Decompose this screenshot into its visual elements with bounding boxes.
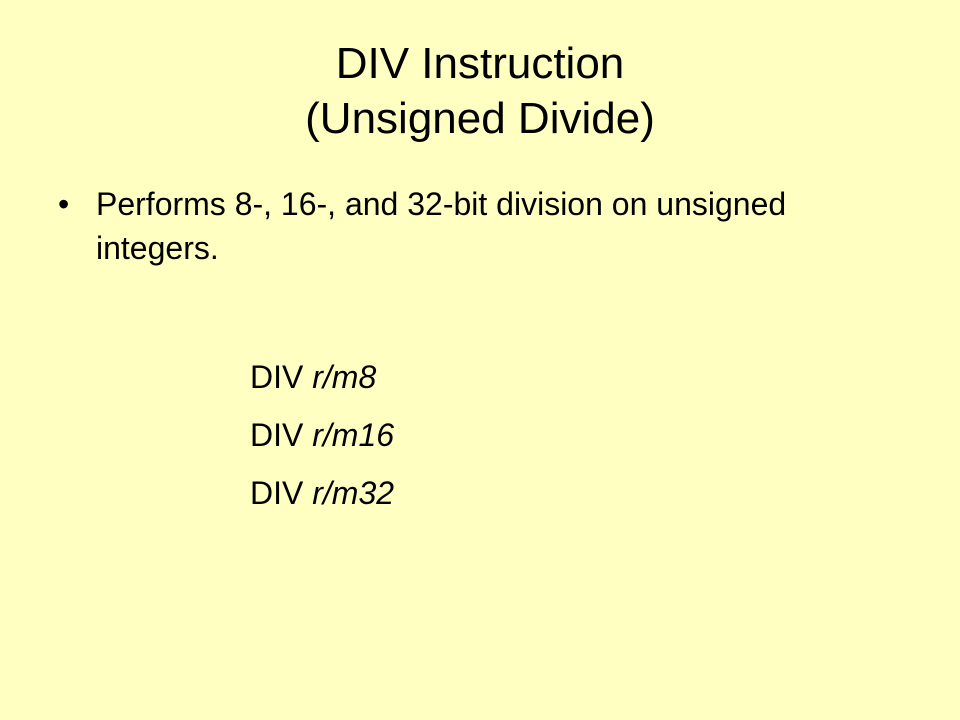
bullet-icon: • (58, 186, 70, 222)
bullet-list: • Performs 8-, 16-, and 32-bit division … (58, 182, 898, 270)
instruction-operand: r/m8 (312, 359, 377, 395)
instruction-operand: r/m32 (312, 475, 395, 511)
instruction-line: DIV r/m32 (250, 471, 394, 529)
instruction-mnemonic: DIV (250, 359, 304, 395)
instruction-line: DIV r/m16 (250, 413, 394, 471)
instruction-mnemonic: DIV (250, 475, 304, 511)
title-line-2: (Unsigned Divide) (305, 94, 655, 143)
instruction-mnemonic: DIV (250, 417, 304, 453)
slide-title: DIV Instruction (Unsigned Divide) (0, 36, 960, 146)
instruction-operand: r/m16 (312, 417, 395, 453)
instruction-line: DIV r/m8 (250, 355, 394, 413)
instruction-forms: DIV r/m8 DIV r/m16 DIV r/m32 (250, 355, 394, 529)
bullet-item: • Performs 8-, 16-, and 32-bit division … (58, 182, 898, 270)
bullet-text: Performs 8-, 16-, and 32-bit division on… (96, 186, 787, 266)
title-line-1: DIV Instruction (335, 39, 625, 88)
